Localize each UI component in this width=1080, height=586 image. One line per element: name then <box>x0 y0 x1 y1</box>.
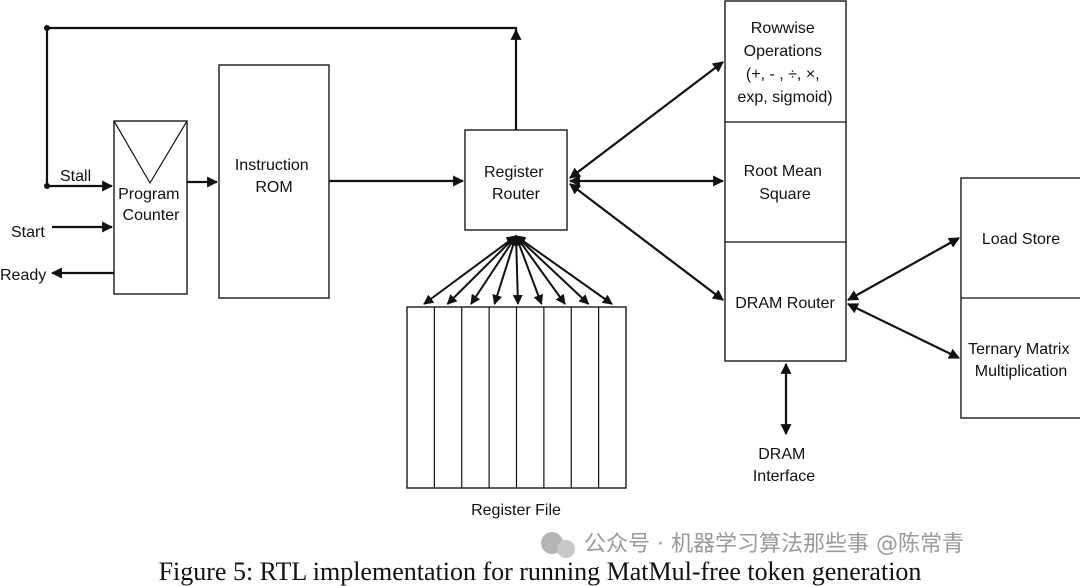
dram-ternary-arrow <box>847 303 960 359</box>
dram-loadstore-arrow <box>847 237 960 301</box>
dram-interface-label: DRAM Interface <box>753 446 815 485</box>
feedback-loop-line <box>45 26 518 186</box>
register-fanout-arrow <box>511 235 523 305</box>
register-fanout-arrow <box>515 235 613 305</box>
program-counter-block: Program Counter <box>113 120 188 295</box>
root-mean-square-label: Root Mean Square <box>744 163 827 203</box>
register-fanout-arrows <box>423 235 613 305</box>
watermark-text: 公众号 · 机器学习算法那些事 @陈常青 <box>584 532 964 557</box>
wechat-icon-part <box>557 540 575 558</box>
instruction-rom-box <box>218 64 330 299</box>
ready-label: Ready <box>0 267 46 284</box>
register-fanout-arrow <box>515 235 566 305</box>
figure-caption: Figure 5: RTL implementation for running… <box>159 557 922 586</box>
register-router-label: Register Router <box>484 164 548 203</box>
clock-triangle-icon <box>113 120 188 185</box>
register-file-block: Register File <box>406 306 627 519</box>
ternary-matrix-label: Ternary Matrix Multiplication <box>968 341 1074 380</box>
program-counter-label: Program Counter <box>118 186 184 224</box>
watermark: 公众号 · 机器学习算法那些事 @陈常青 <box>541 532 964 558</box>
start-label: Start <box>11 224 45 241</box>
router-rowwise-arrow <box>569 61 724 179</box>
stall-label: Stall <box>60 168 91 185</box>
instruction-rom-label: Instruction ROM <box>235 157 313 196</box>
rowwise-operations-label: Rowwise Operations (+, - , ÷, ×, exp, si… <box>737 20 832 106</box>
memory-ops-column: Load Store Ternary Matrix Multiplication <box>960 177 1080 419</box>
register-fanout-arrow <box>515 235 590 305</box>
compute-column: Rowwise Operations (+, - , ÷, ×, exp, si… <box>724 0 847 362</box>
register-file-dividers <box>433 307 600 488</box>
register-router-block: Register Router <box>464 129 568 231</box>
program-counter-box <box>113 120 188 295</box>
register-file-label: Register File <box>471 502 561 519</box>
dram-router-label: DRAM Router <box>735 295 835 312</box>
router-dram-arrow <box>569 183 724 301</box>
register-fanout-arrow <box>470 235 517 305</box>
compute-column-box <box>724 0 847 362</box>
register-fanout-arrow <box>423 235 517 305</box>
junction-dot <box>44 25 50 31</box>
load-store-label: Load Store <box>982 231 1060 248</box>
instruction-rom-block: Instruction ROM <box>218 64 330 299</box>
